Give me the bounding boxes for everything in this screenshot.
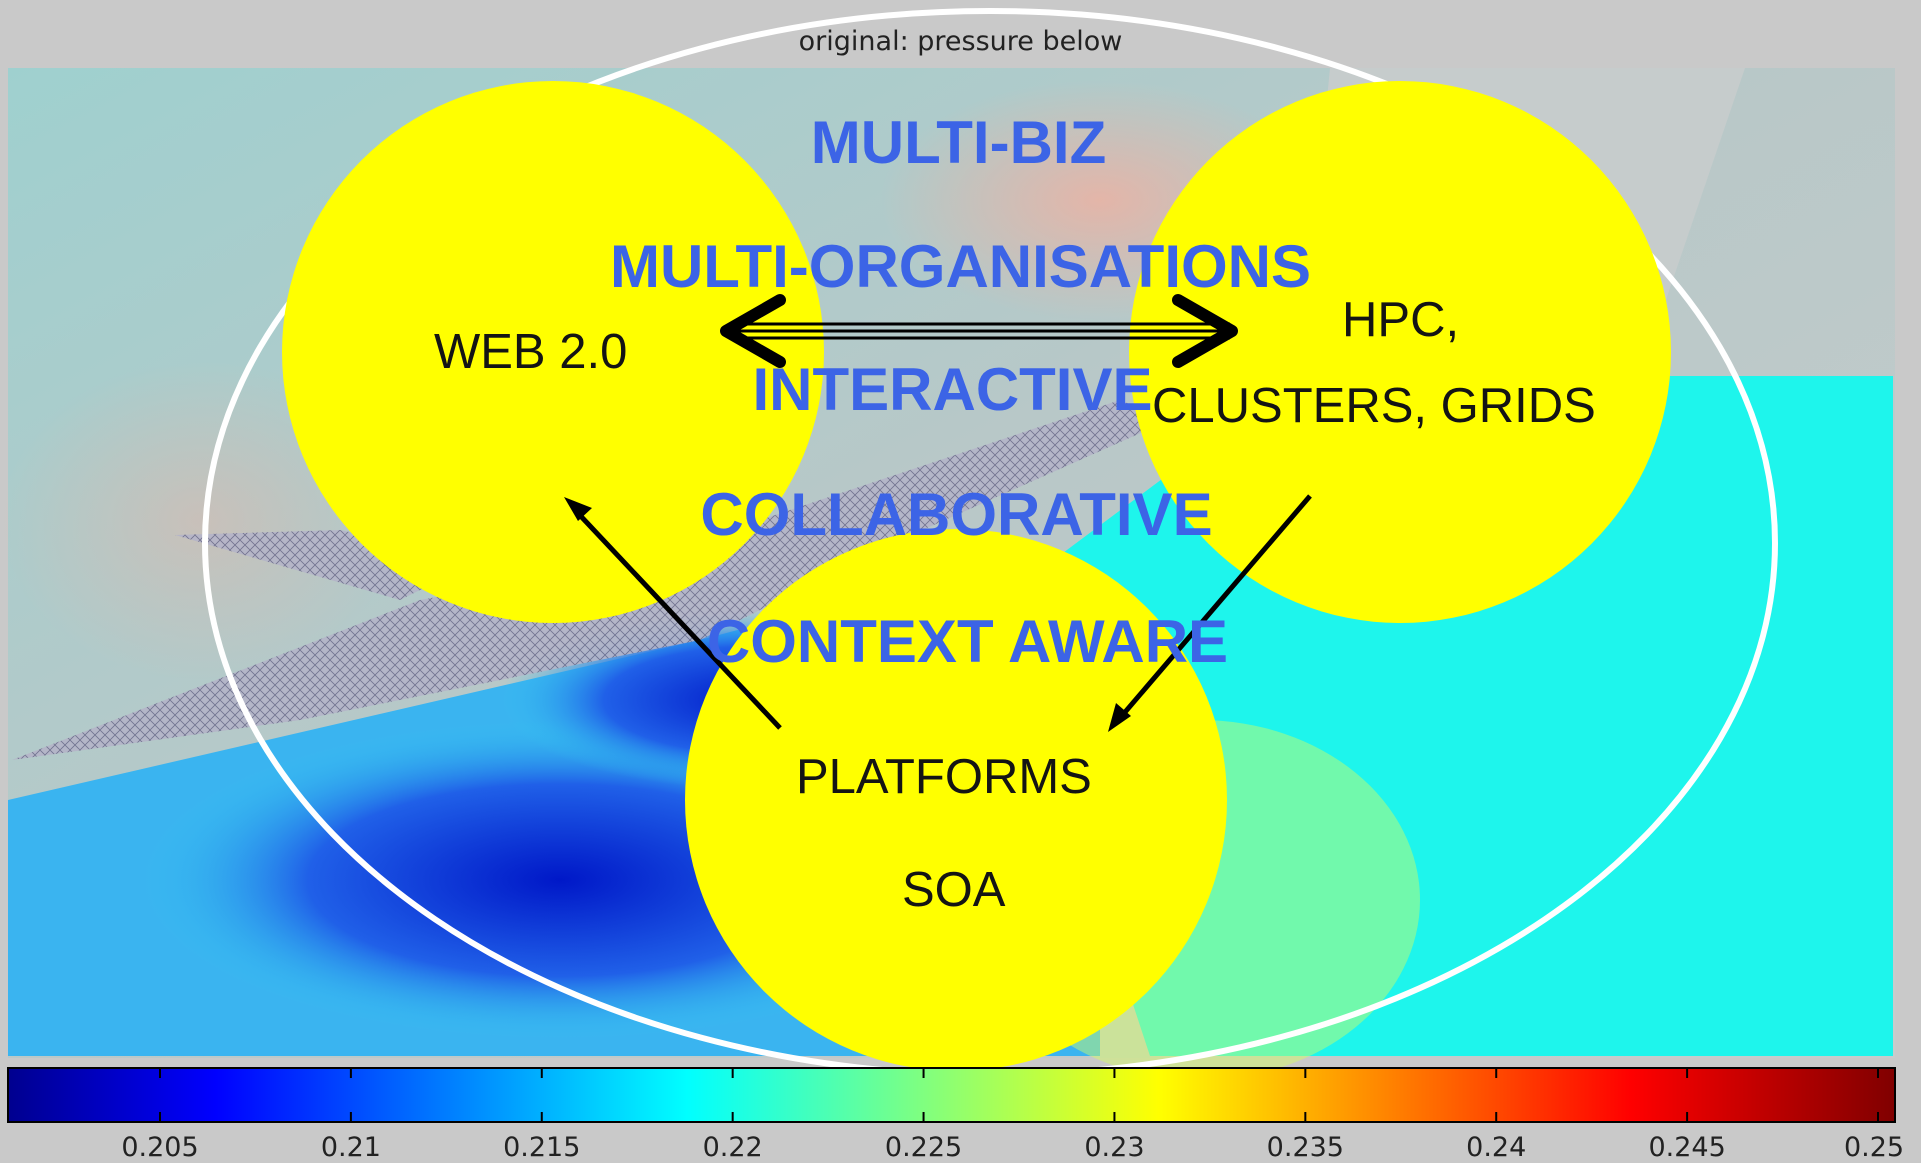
node-label-soa: SOA [902,863,1006,917]
concept-multi-organisations: MULTI-ORGANISATIONS [609,233,1312,300]
concept-collaborative: COLLABORATIVE [700,481,1213,548]
circle-web [282,81,824,623]
node-label-platforms: PLATFORMS [796,750,1092,804]
arrow-hpc-to-platforms [1108,494,1312,732]
node-label-hpc: HPC, [1342,293,1460,347]
colorbar-tick-label: 0.215 [503,1132,581,1163]
concept-multi-biz: MULTI-BIZ [810,109,1107,176]
colorbar-tick-label: 0.25 [1843,1132,1905,1163]
colorbar-tick-label: 0.225 [884,1132,963,1163]
arrow-platforms-to-web [564,497,782,730]
circle-hpc [1129,81,1671,623]
colorbar-tick-label: 0.24 [1466,1132,1527,1163]
double-arrow-web-hpc [720,294,1238,368]
colorbar-tick-label: 0.235 [1266,1132,1344,1163]
colorbar-tick-label: 0.245 [1648,1132,1726,1163]
node-label-web: WEB 2.0 [434,325,628,379]
concept-interactive: INTERACTIVE [752,356,1153,423]
circle-platforms [685,529,1227,1071]
colorbar-tick-label: 0.23 [1084,1132,1145,1163]
colorbar [7,1067,1896,1123]
colorbar-tick-label: 0.22 [702,1132,763,1163]
plot-title: original: pressure below [798,26,1123,57]
colorbar-tick-label: 0.21 [320,1132,381,1163]
node-label-clusters-grids: CLUSTERS, GRIDS [1152,379,1596,433]
colorbar-tick-label: 0.205 [121,1132,199,1163]
concept-context-aware: CONTEXT AWARE [706,608,1229,675]
